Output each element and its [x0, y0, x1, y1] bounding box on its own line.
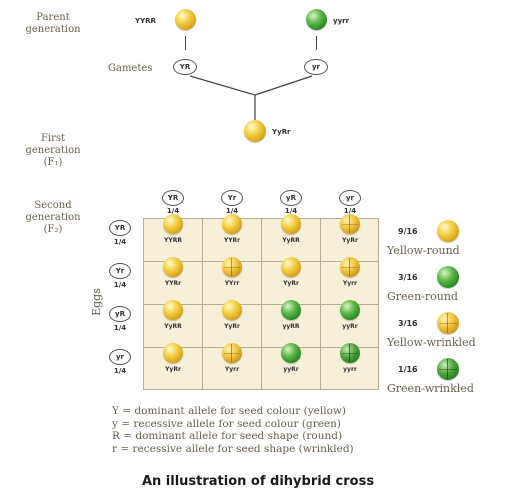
column-gamete-fraction: 1/4	[284, 207, 298, 215]
offspring-pea	[222, 300, 242, 320]
legend-label: Green-round	[387, 290, 458, 303]
offspring-genotype: YyRr	[342, 237, 358, 244]
grid-line	[202, 219, 203, 389]
offspring-pea	[222, 343, 242, 363]
offspring-pea	[222, 257, 242, 277]
offspring-pea	[281, 214, 301, 234]
offspring-pea	[340, 214, 360, 234]
parent-left-genotype: YYRR	[135, 17, 156, 25]
offspring-pea	[340, 343, 360, 363]
offspring-genotype: YyRR	[282, 237, 300, 244]
legend-pea	[437, 312, 459, 334]
parent-left-line	[185, 36, 186, 50]
row-gamete-fraction: 1/4	[113, 281, 127, 289]
offspring-genotype: YyRr	[224, 323, 240, 330]
parent-left-gamete: YR	[173, 59, 197, 75]
punnett-square	[143, 218, 379, 390]
figure-caption: An illustration of dihybrid cross	[141, 474, 375, 489]
key-line: r = recessive allele for seed shape (wri…	[112, 442, 354, 455]
row-gamete: YR	[109, 220, 131, 236]
key-line: y = recessive allele for seed colour (gr…	[112, 417, 342, 430]
column-gamete: Yr	[221, 190, 243, 206]
offspring-pea	[163, 257, 183, 277]
parent-right-line	[316, 36, 317, 50]
offspring-pea	[340, 300, 360, 320]
legend-pea	[437, 220, 459, 242]
offspring-pea	[163, 300, 183, 320]
offspring-genotype: YYRr	[223, 237, 241, 244]
row-gamete: yR	[109, 306, 131, 322]
eggs-label: Eggs	[90, 288, 103, 316]
legend-fraction: 1/16	[398, 365, 418, 374]
parent-left-pea	[175, 9, 196, 30]
f1-pea	[244, 120, 266, 142]
offspring-genotype: YYRr	[164, 280, 182, 287]
allele-key: Y = dominant allele for seed colour (yel…	[112, 405, 472, 455]
grid-line	[320, 219, 321, 389]
first-generation-label: First generation (F₁)	[25, 133, 81, 168]
row-gamete-fraction: 1/4	[113, 238, 127, 246]
f1-genotype: YyRr	[272, 128, 291, 136]
cross-lines	[189, 75, 313, 120]
legend-pea	[437, 266, 459, 288]
offspring-pea	[281, 300, 301, 320]
offspring-genotype: YYRR	[164, 237, 182, 244]
parent-right-pea	[306, 9, 327, 30]
grid-line	[261, 219, 262, 389]
offspring-pea	[340, 257, 360, 277]
offspring-genotype: YYrr	[224, 280, 240, 287]
offspring-genotype: Yyrr	[342, 280, 358, 287]
row-gamete: yr	[109, 349, 131, 365]
row-gamete-fraction: 1/4	[113, 367, 127, 375]
offspring-genotype: YyRR	[164, 323, 182, 330]
legend-label: Yellow-round	[387, 244, 460, 257]
row-gamete-fraction: 1/4	[113, 324, 127, 332]
parent-right-gamete: yr	[304, 59, 328, 75]
parent-right-genotype: yyrr	[333, 17, 350, 25]
column-gamete: yr	[339, 190, 361, 206]
legend-label: Yellow-wrinkled	[387, 336, 476, 349]
legend-label: Green-wrinkled	[387, 382, 474, 395]
column-gamete-fraction: 1/4	[225, 207, 239, 215]
column-gamete-fraction: 1/4	[343, 207, 357, 215]
offspring-genotype: YyRr	[165, 366, 181, 373]
offspring-pea	[163, 343, 183, 363]
offspring-genotype: yyRr	[342, 323, 358, 330]
offspring-pea	[163, 214, 183, 234]
offspring-genotype: yyRR	[282, 323, 300, 330]
column-gamete: yR	[280, 190, 302, 206]
offspring-genotype: yyrr	[343, 366, 357, 373]
offspring-genotype: YyRr	[283, 280, 299, 287]
key-line: R = dominant allele for seed shape (roun…	[112, 430, 343, 442]
legend-pea	[437, 358, 459, 380]
column-gamete-fraction: 1/4	[166, 207, 180, 215]
legend-fraction: 3/16	[398, 319, 418, 328]
gametes-label: Gametes	[108, 63, 153, 74]
second-generation-label: Second generation (F₂)	[25, 200, 81, 235]
column-gamete: YR	[162, 190, 184, 206]
offspring-pea	[222, 214, 242, 234]
legend-fraction: 3/16	[398, 273, 418, 282]
offspring-pea	[281, 343, 301, 363]
offspring-genotype: Yyrr	[224, 366, 240, 373]
legend-fraction: 9/16	[398, 227, 418, 236]
key-line: Y = dominant allele for seed colour (yel…	[112, 405, 347, 417]
parent-generation-label: Parent generation	[25, 12, 81, 35]
row-gamete: Yr	[109, 263, 131, 279]
offspring-pea	[281, 257, 301, 277]
offspring-genotype: yyRr	[283, 366, 299, 373]
